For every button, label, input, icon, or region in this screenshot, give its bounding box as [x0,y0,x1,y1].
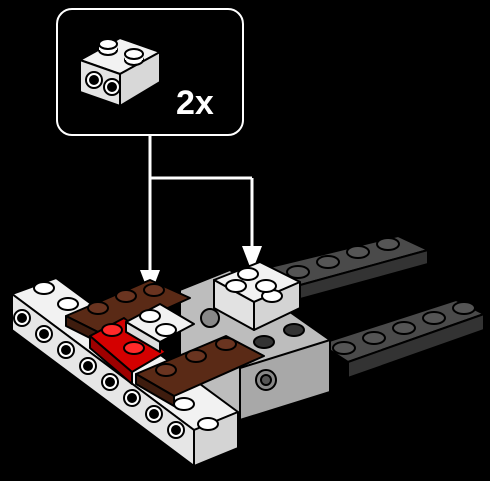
arrow-head-right [242,246,262,272]
placement-arrows [148,136,254,270]
side-stud-brick-icon [79,37,161,107]
dark-grey-plate-front [319,299,485,379]
grey-brick-studs [253,323,305,349]
white-side-stud-brick-right [213,261,301,331]
red-plate [89,317,167,385]
white-side-stud-brick-left [125,303,195,353]
parts-callout: 2x [56,8,244,136]
quantity-label: 2x [176,84,214,122]
brown-plate-front [135,335,265,407]
